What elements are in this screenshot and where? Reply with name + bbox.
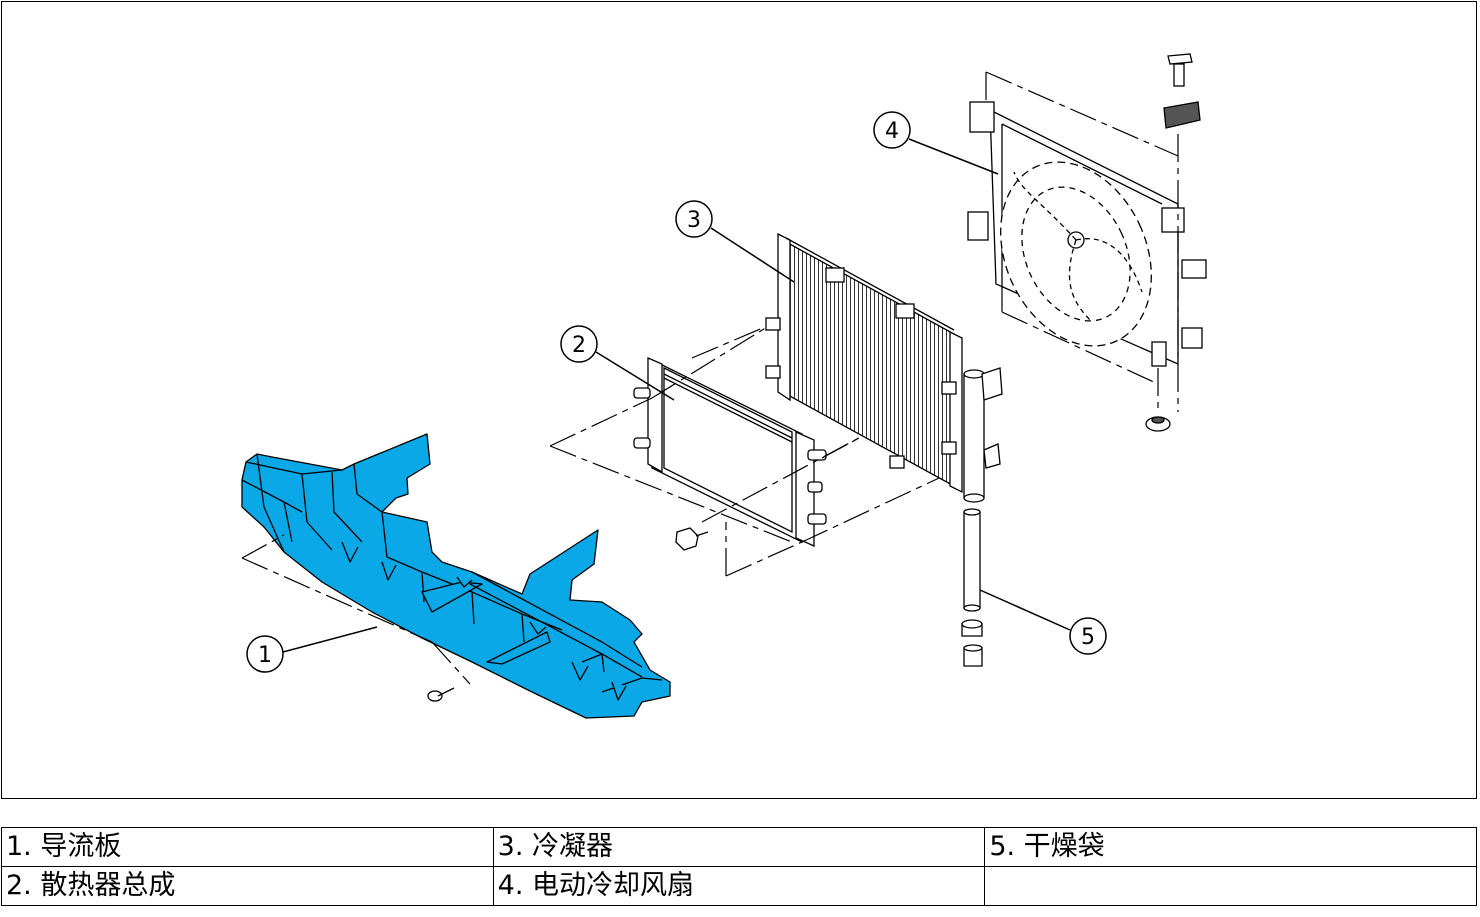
legend-cell: 3. 冷凝器 xyxy=(492,827,986,867)
svg-text:2: 2 xyxy=(572,333,586,358)
alignment-lines-1 xyxy=(241,534,471,685)
legend-cell: 5. 干燥袋 xyxy=(984,827,1477,867)
legend-row: 1. 导流板 3. 冷凝器 5. 干燥袋 xyxy=(1,827,1477,867)
svg-text:1: 1 xyxy=(258,643,272,668)
legend-cell: 4. 电动冷却风扇 xyxy=(492,866,986,906)
desiccant-bag xyxy=(961,508,983,667)
svg-text:4: 4 xyxy=(885,119,899,144)
alignment-lines-3 xyxy=(985,71,1179,412)
electric-cooling-fan xyxy=(967,101,1207,367)
fan-clip xyxy=(1163,53,1201,129)
parts-legend-table: 1. 导流板 3. 冷凝器 5. 干燥袋 2. 散热器总成 4. 电动冷却风扇 xyxy=(1,827,1477,906)
svg-text:5: 5 xyxy=(1081,625,1095,650)
legend-row: 2. 散热器总成 4. 电动冷却风扇 xyxy=(1,866,1477,906)
callout-5: 5 xyxy=(979,589,1107,655)
callout-1: 1 xyxy=(246,626,378,673)
bolt-deflector xyxy=(427,687,455,702)
legend-cell: 2. 散热器总成 xyxy=(1,866,494,906)
diagram-svg: 1 2 3 4 5 xyxy=(241,53,1207,719)
exploded-diagram: 1 2 3 4 5 xyxy=(1,1,1477,799)
callout-2: 2 xyxy=(560,325,675,401)
receiver-dryer xyxy=(963,367,1003,503)
air-deflector xyxy=(241,433,671,719)
legend-cell xyxy=(984,866,1477,906)
svg-text:3: 3 xyxy=(687,208,701,233)
legend-cell: 1. 导流板 xyxy=(1,827,494,867)
callout-3: 3 xyxy=(675,200,795,283)
condenser xyxy=(765,232,963,494)
callout-4: 4 xyxy=(873,111,999,175)
fan-grommet xyxy=(1145,416,1171,432)
bolt-radiator xyxy=(675,527,709,551)
